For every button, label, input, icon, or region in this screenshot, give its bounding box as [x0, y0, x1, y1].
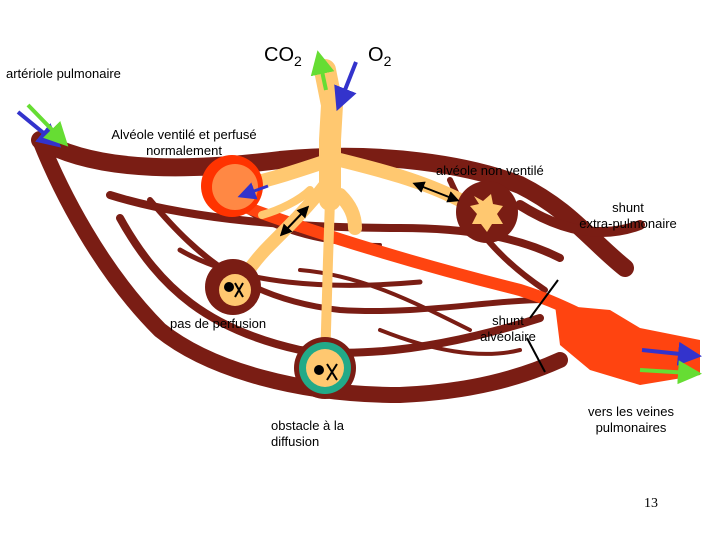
- shunt-extra-pointer: [529, 279, 559, 319]
- label-co2: CO2: [264, 44, 302, 69]
- label-diffusion-obstacle-line2: diffusion: [271, 434, 320, 449]
- co2-exhaled-arrow: [310, 50, 335, 91]
- inner-vessel-3: [147, 197, 548, 315]
- label-shunt-alveolar-line1: shunt: [492, 313, 524, 328]
- skull-icon: [224, 282, 244, 298]
- o2-inhaled-arrow: [334, 61, 358, 112]
- trachea: [314, 59, 343, 211]
- label-shunt-alveolar-line2: alvéolaire: [480, 329, 536, 344]
- label-alveolus-normal-line1: Alvéole ventilé et perfusé: [111, 127, 257, 142]
- outer-vessel-top: [31, 131, 634, 277]
- label-alveolus-normal: Alvéole ventilé et perfusé normalement: [96, 127, 272, 159]
- label-shunt-extra: shunt extra-pulmonaire: [566, 200, 690, 232]
- o2-sub: 2: [383, 53, 392, 69]
- inner-vessel-8: [378, 328, 522, 356]
- vein-outflow-o2-arrow: [641, 341, 702, 366]
- unventilated-double-arrow: [412, 181, 460, 203]
- label-diffusion-obstacle-line1: obstacle à la: [271, 418, 344, 433]
- label-diffusion-obstacle: obstacle à la diffusion: [271, 418, 344, 450]
- outer-vessel-bottom: [32, 132, 568, 403]
- label-shunt-alveolar: shunt alvéolaire: [468, 313, 548, 345]
- label-alveolus-normal-line2: normalement: [146, 143, 222, 158]
- inner-vessel-6: [298, 268, 472, 332]
- skull-icon: [314, 363, 338, 381]
- label-alveolus-unventilated: alvéole non ventilé: [436, 163, 544, 178]
- co2-main: CO: [264, 44, 294, 66]
- normal-alveolus-exchange-arrow: [237, 182, 269, 200]
- shunt-alveolar-pointer: [526, 337, 546, 373]
- inner-vessel-1: [106, 191, 564, 262]
- vein-outflow-co2-arrow: [639, 360, 702, 385]
- label-shunt-extra-line2: extra-pulmonaire: [579, 216, 677, 231]
- page-number: 13: [644, 496, 658, 511]
- label-o2: O2: [368, 44, 391, 69]
- label-pulmonary-veins-line1: vers les veines: [588, 404, 674, 419]
- bronchus-to-shunt-alveolus: [258, 186, 314, 219]
- bronchus-down-right: [333, 188, 362, 235]
- vessel-to-extra-shunt: [515, 200, 645, 238]
- label-arteriole: artériole pulmonaire: [6, 66, 121, 81]
- label-no-perfusion: pas de perfusion: [170, 316, 267, 331]
- label-shunt-extra-line1: shunt: [612, 200, 644, 215]
- pulmonary-vein-outflow: [555, 305, 700, 385]
- label-pulmonary-veins: vers les veines pulmonaires: [566, 404, 696, 436]
- co2-sub: 2: [294, 53, 302, 69]
- membrane-double-arrow: [279, 205, 310, 237]
- arteriole-inflow-co2-arrow: [26, 103, 69, 147]
- alveolus-diffusion-obstacle: [294, 337, 356, 399]
- label-pulmonary-veins-line2: pulmonaires: [595, 420, 667, 435]
- capillary-network: [31, 131, 645, 403]
- alveolus-normal: [201, 155, 263, 217]
- inner-vessel-4: [177, 247, 423, 288]
- o2-main: O: [368, 44, 384, 66]
- alveolus-unventilated: [456, 181, 518, 243]
